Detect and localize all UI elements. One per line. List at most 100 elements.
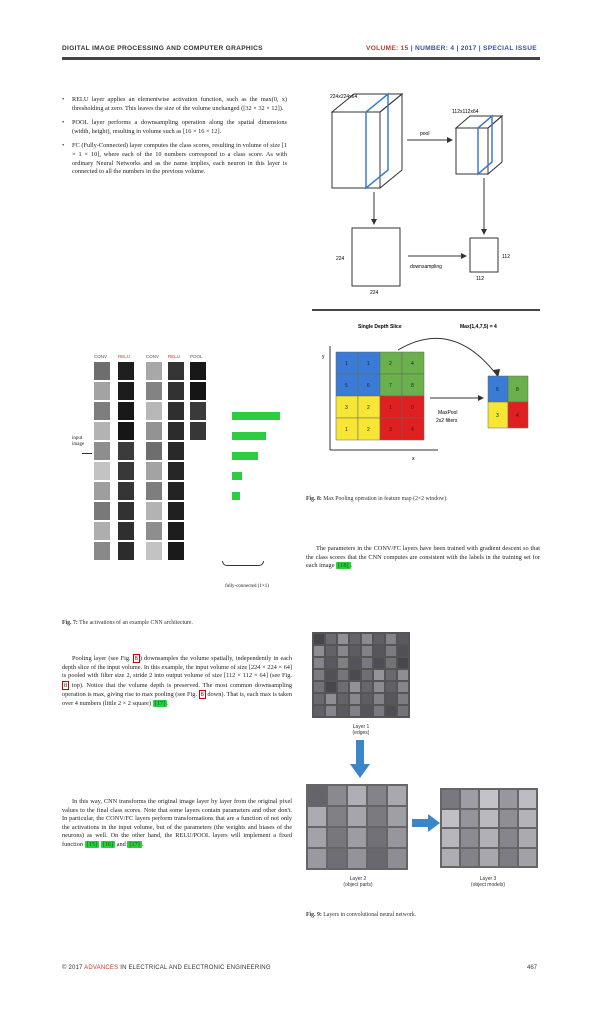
filter-tile <box>338 694 348 704</box>
filter-tile <box>480 809 498 827</box>
result-cell-value: 8 <box>516 387 519 393</box>
fig-ref-link-2[interactable]: 8 <box>62 680 70 690</box>
activation-map <box>118 522 134 540</box>
result-cell-value: 4 <box>516 413 519 419</box>
fig8-caption-text: Max Pooling operation in feature map (2×… <box>323 496 448 502</box>
activation-map <box>168 542 184 560</box>
activation-map <box>118 382 134 400</box>
filter-tile <box>338 634 348 644</box>
fig-ref-link-3[interactable]: 8 <box>198 690 206 700</box>
maxpool-arrowhead <box>478 395 484 401</box>
activation-map <box>94 542 110 560</box>
activation-map <box>168 502 184 520</box>
filter-tile <box>386 694 396 704</box>
grid-cell-value: 7 <box>389 383 392 389</box>
activation-map <box>168 462 184 480</box>
grid-cell-value: 4 <box>411 361 414 367</box>
filter-tile <box>362 634 372 644</box>
activation-map <box>146 482 162 500</box>
filter-tile <box>338 682 348 692</box>
activation-map <box>168 522 184 540</box>
citation-link-17[interactable]: [17] <box>152 699 168 707</box>
output-volume-size: 112x112x64 <box>452 109 479 115</box>
fig9-caption-num: Fig. 9: <box>306 912 322 918</box>
filter-tile <box>338 658 348 668</box>
filter-size-label: 2x2 filters <box>436 418 458 424</box>
column-tag: RELU <box>168 354 181 359</box>
filter-tile <box>398 646 408 656</box>
activation-map <box>190 422 206 440</box>
filter-tile <box>518 790 536 808</box>
output-cube-side <box>487 114 503 176</box>
fc-label: fully-connected (1×1) <box>225 584 269 589</box>
activation-map <box>146 502 162 520</box>
activation-map <box>146 402 162 420</box>
grid-cell-value: 1 <box>345 361 348 367</box>
grid-cell-value: 0 <box>411 405 414 411</box>
filter-tile <box>350 646 360 656</box>
filter-tile <box>326 706 336 716</box>
activation-map <box>118 542 134 560</box>
journal-title: DIGITAL IMAGE PROCESSING AND COMPUTER GR… <box>62 45 263 52</box>
cnn-tail: . <box>141 840 144 848</box>
filter-tile <box>386 682 396 692</box>
grid-cell-value: 4 <box>411 427 414 433</box>
grid-cell-value: 1 <box>367 361 370 367</box>
filter-tile <box>362 646 372 656</box>
filter-tile <box>338 646 348 656</box>
filter-tile <box>388 786 406 805</box>
filter-tile <box>386 646 396 656</box>
activation-map <box>118 462 134 480</box>
citation-link-18[interactable]: [18] <box>336 562 351 570</box>
volume-label: VOLUME: 15 <box>366 45 409 52</box>
fig7-caption-text: The activations of an example CNN archit… <box>79 620 193 626</box>
input-arrow <box>82 453 92 454</box>
grid-cell-value: 1 <box>389 405 392 411</box>
layer2-right-arrow <box>412 814 440 832</box>
pool-label: pool <box>420 131 429 137</box>
citation-link-16[interactable]: [16] <box>100 840 116 848</box>
filter-tile <box>350 658 360 668</box>
filter-tile <box>338 670 348 680</box>
filter-tile <box>374 670 384 680</box>
layer1-filters <box>312 632 410 718</box>
downsampling-arrowhead <box>461 253 467 259</box>
filter-tile <box>308 786 326 805</box>
training-tail: . <box>350 562 353 570</box>
filter-tile <box>398 670 408 680</box>
pooling-text-4: down). That is, each max is taken over 4… <box>62 691 292 707</box>
layer2-label: Layer 2(object parts) <box>326 876 390 888</box>
filter-tile <box>398 634 408 644</box>
activation-map <box>94 382 110 400</box>
grid-cell-value: 2 <box>367 427 370 433</box>
filter-tile <box>442 848 460 866</box>
issue-info: VOLUME: 15 | NUMBER: 4 | 2017 | SPECIAL … <box>366 45 537 52</box>
grid-cell-value: 5 <box>345 383 348 389</box>
filter-tile <box>328 849 346 868</box>
filter-tile <box>518 829 536 847</box>
layer3-filters <box>440 788 538 868</box>
result-cell <box>507 401 529 429</box>
filter-tile <box>314 694 324 704</box>
layer-bullet-list: RELU layer applies an elementwise activa… <box>62 96 287 183</box>
filter-tile <box>398 658 408 668</box>
pooling-text-2: ) downsamples the volume spatially, inde… <box>62 655 292 680</box>
layer3-title: Layer 3 <box>479 876 497 882</box>
filter-tile <box>314 658 324 668</box>
filter-tile <box>326 658 336 668</box>
activation-map <box>168 402 184 420</box>
citation-link-15[interactable]: [15] <box>84 840 100 848</box>
layers-figure: Layer 1(edges) Layer 2(object parts) Lay… <box>306 632 540 902</box>
filter-tile <box>326 634 336 644</box>
fig9-caption-text: Layers in convolutional neural network. <box>323 912 417 918</box>
filter-tile <box>499 790 517 808</box>
citation-link-17b[interactable]: [17] <box>127 840 142 848</box>
filter-tile <box>518 848 536 866</box>
activation-map <box>146 542 162 560</box>
fig-ref-link-1[interactable]: 8 <box>132 654 140 663</box>
single-depth-slice-label: Single Depth Slice <box>358 324 402 330</box>
fig7-caption-num: Fig. 7: <box>62 620 78 626</box>
filter-tile <box>348 807 366 826</box>
